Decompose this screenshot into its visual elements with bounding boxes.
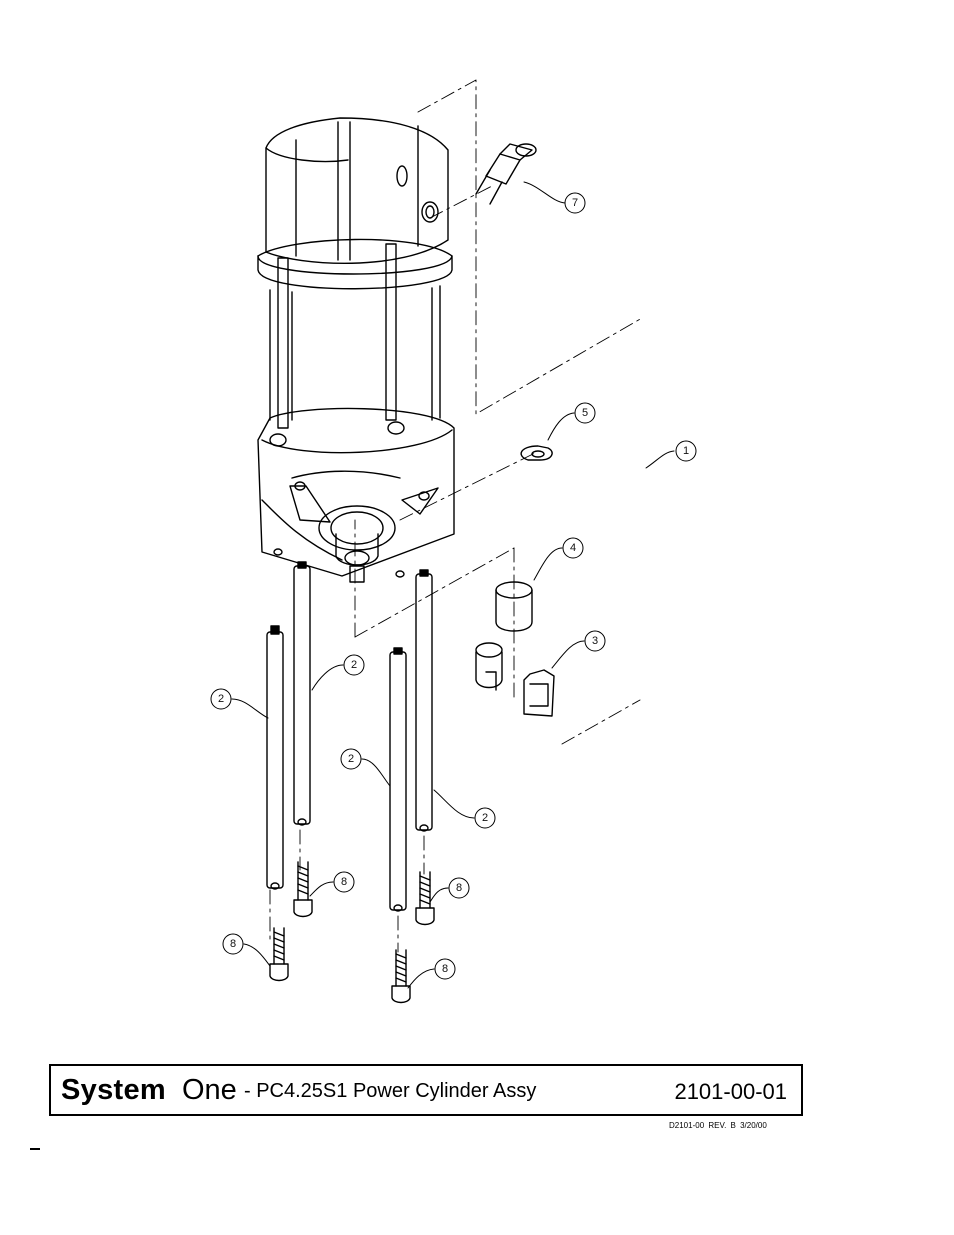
- brand-name-regular: One: [182, 1074, 237, 1106]
- part-bushing-4: [495, 581, 533, 632]
- callout-5: 5: [582, 407, 588, 419]
- callout-2-c: 2: [348, 753, 354, 765]
- part-snap-ring-5: [520, 445, 553, 461]
- part-clip-3: [523, 669, 555, 717]
- title-block: System One - PC4.25S1 Power Cylinder Ass…: [49, 1064, 803, 1116]
- callout-8-c: 8: [230, 938, 236, 950]
- brand-name-bold: System: [61, 1074, 166, 1106]
- part-fitting-7: [475, 143, 537, 205]
- part-number: 2101-00-01: [674, 1079, 787, 1104]
- callout-2-d: 2: [482, 812, 488, 824]
- callout-8-b: 8: [456, 882, 462, 894]
- part-split-bushing: [475, 642, 503, 691]
- phantom-lines: [269, 79, 643, 953]
- callout-7: 7: [572, 197, 578, 209]
- callout-8-d: 8: [442, 963, 448, 975]
- end-cap: [257, 407, 455, 583]
- exploded-assembly-drawing: 1 7 5 4 3 2 2 2 2 8 8 8 8: [210, 79, 697, 1004]
- callout-1: 1: [683, 445, 689, 457]
- bolts: [269, 861, 435, 1004]
- product-title: - PC4.25S1 Power Cylinder Assy: [244, 1080, 537, 1102]
- cylinder-flange: [257, 238, 453, 290]
- drawing-revision: D2101-00 REV. B 3/20/00: [669, 1121, 767, 1130]
- callout-8-a: 8: [341, 876, 347, 888]
- cylinder-barrel: [269, 243, 441, 429]
- tie-rods: [266, 561, 433, 912]
- margin-mark: [30, 1148, 40, 1150]
- cylinder-head-body: [265, 117, 449, 264]
- callout-circles: [210, 192, 697, 980]
- callout-2-a: 2: [218, 693, 224, 705]
- callout-leaders: [231, 181, 675, 989]
- callout-3: 3: [592, 635, 598, 647]
- callout-numbers: 1 7 5 4 3 2 2 2 2 8 8 8 8: [218, 197, 689, 975]
- callout-4: 4: [570, 542, 576, 554]
- callout-2-b: 2: [351, 659, 357, 671]
